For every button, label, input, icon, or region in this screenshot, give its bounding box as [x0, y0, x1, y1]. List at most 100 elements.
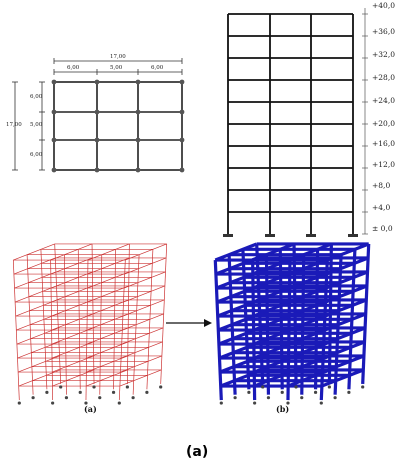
- support-icon: [51, 401, 55, 405]
- model-label-a: (a): [84, 404, 97, 414]
- frame-beam: [326, 256, 369, 276]
- frame-beam: [50, 243, 93, 261]
- support-icon: [266, 396, 271, 400]
- frame-beam: [323, 326, 366, 346]
- support-icon: [84, 401, 88, 405]
- frame-beam: [289, 242, 332, 262]
- elevation-level-label: ± 0,0: [372, 224, 393, 233]
- frame-beam: [50, 257, 93, 275]
- frame-beam: [51, 341, 94, 359]
- frame-beam: [51, 327, 94, 345]
- elevation-level-label: +12,0: [372, 160, 395, 169]
- frame-beam: [50, 271, 93, 289]
- support-icon: [300, 396, 304, 400]
- frame-beam: [122, 299, 165, 317]
- frame-beam: [214, 242, 258, 262]
- frame-beam: [87, 271, 130, 289]
- frame-beam: [86, 355, 128, 373]
- support-icon: [98, 396, 102, 400]
- support-icon: [233, 396, 237, 400]
- support-icon: [319, 401, 323, 405]
- frame-beam: [87, 243, 130, 261]
- frame-beam: [325, 270, 369, 290]
- plan-dim-x-2: 5,00: [110, 65, 123, 71]
- plan-dim-y-2: 5,00: [30, 122, 43, 128]
- support-icon: [78, 390, 82, 394]
- elevation-level-label: +16,0: [372, 139, 395, 148]
- frame-beam: [51, 299, 93, 317]
- frame-beam: [252, 242, 295, 262]
- frame-beam: [51, 285, 93, 303]
- support-icon: [280, 390, 284, 394]
- support-icon: [59, 385, 63, 389]
- plan-dim-x-3: 6,00: [151, 65, 164, 71]
- plan-dimension-lines: [12, 58, 183, 171]
- support-icon: [286, 401, 290, 405]
- frame-beam: [121, 327, 164, 345]
- support-icon: [306, 234, 316, 237]
- support-icon: [219, 401, 223, 405]
- support-icon: [247, 390, 251, 394]
- frame-beam: [52, 355, 94, 373]
- frame-beam: [322, 340, 366, 360]
- support-icon: [333, 396, 337, 400]
- elevation-level-label: +28,0: [372, 73, 395, 82]
- frame-beam: [14, 271, 57, 289]
- support-icon: [159, 385, 163, 389]
- frame-beam: [17, 355, 60, 373]
- frame-beam: [14, 285, 57, 303]
- frame-beam: [86, 341, 129, 359]
- support-icon: [111, 390, 116, 394]
- frame-beam: [326, 242, 370, 262]
- elevation-frame: [227, 13, 354, 234]
- support-icon: [17, 401, 21, 405]
- elevation-level-label: +40,0: [372, 1, 395, 10]
- support-icon: [125, 385, 129, 389]
- elevation-level-label: +20,0: [372, 119, 395, 128]
- support-icon: [92, 385, 96, 389]
- frame-beam: [16, 327, 59, 345]
- plan-dim-y-1: 6,00: [30, 94, 43, 100]
- support-icon: [347, 390, 351, 394]
- support-icon: [313, 390, 318, 394]
- frame-beam: [324, 298, 367, 318]
- frame-beam: [123, 285, 166, 303]
- support-icon: [145, 390, 149, 394]
- elevation-level-label: +4,0: [372, 203, 391, 212]
- support-icon: [117, 401, 121, 405]
- frame-beam: [16, 313, 58, 331]
- elevation-level-label: +36,0: [372, 27, 395, 36]
- figure-caption: (a): [186, 444, 209, 460]
- elevation-level-markers: [362, 8, 368, 235]
- frame-beam: [324, 284, 368, 304]
- frame-beam: [86, 369, 128, 387]
- plan-columns: [51, 79, 185, 173]
- frame-beam: [321, 368, 364, 388]
- frame-beam: [17, 341, 60, 359]
- elevation-level-label: +8,0: [372, 181, 391, 190]
- support-icon: [261, 385, 265, 389]
- frame-beam: [125, 243, 167, 261]
- plan-grid: [53, 81, 183, 171]
- frame-beam: [86, 313, 129, 331]
- elevation-level-label: +32,0: [372, 50, 395, 59]
- model-label-b: (b): [276, 404, 290, 414]
- frame-beam: [120, 355, 163, 373]
- frame-beam: [323, 312, 367, 332]
- frame-beam: [52, 369, 94, 387]
- support-icon: [327, 385, 331, 389]
- support-icon: [31, 396, 35, 400]
- frame-beam: [15, 299, 58, 317]
- frame-beam: [51, 313, 94, 331]
- support-icon: [361, 385, 365, 389]
- support-icon: [348, 234, 358, 237]
- frame-beam: [87, 299, 129, 317]
- frame-beam: [13, 243, 55, 261]
- support-icon: [265, 234, 275, 237]
- frame-beam: [321, 354, 365, 374]
- frame-beam: [120, 341, 163, 359]
